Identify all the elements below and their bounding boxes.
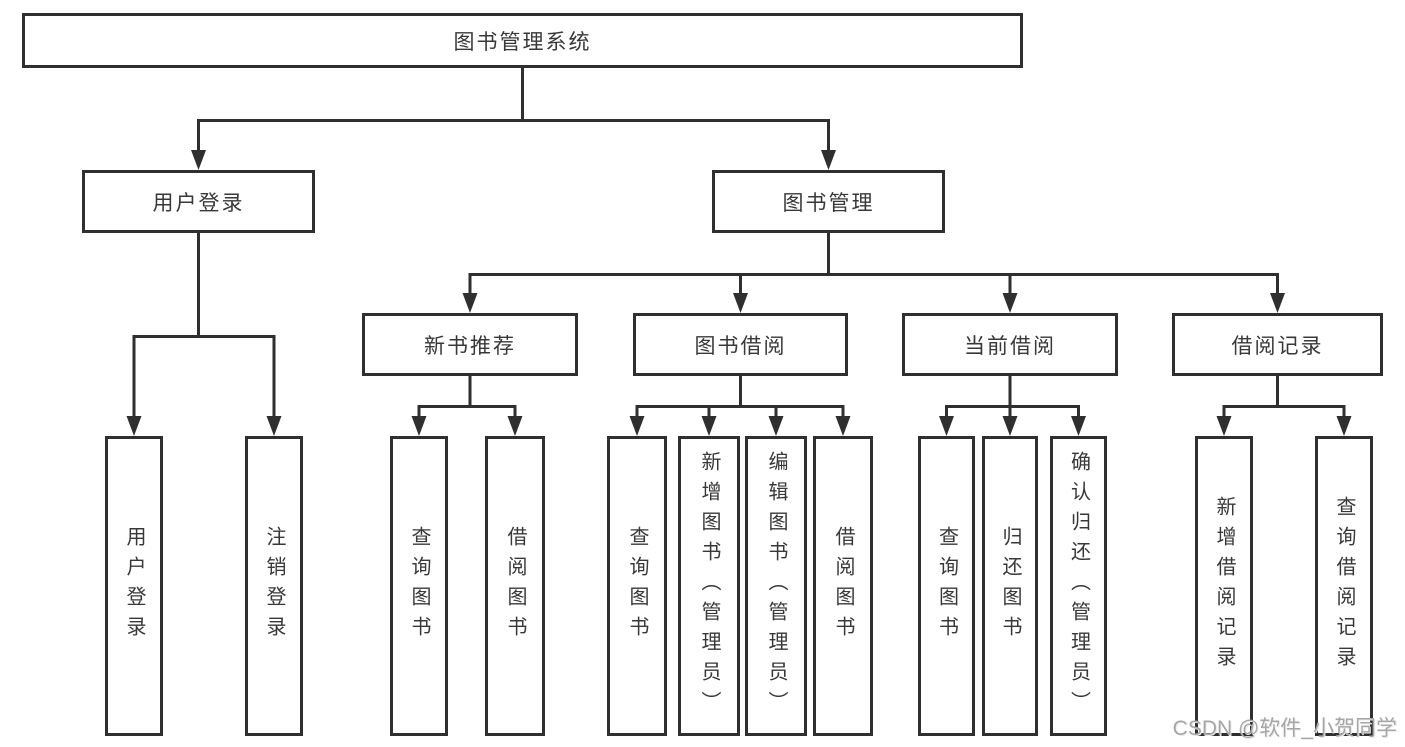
connector-user-login-to-leaves [126, 231, 282, 436]
node-book-management: 图书管理 [712, 170, 945, 233]
leaf-logout: 注销登录 [245, 436, 303, 736]
leaf-return-book: 归还图书 [982, 436, 1038, 736]
leaf-query-books-current-label: 查询图书 [935, 526, 958, 646]
arrowhead [1336, 416, 1352, 436]
leaf-user-login-label: 用户登录 [123, 526, 145, 646]
leaf-add-book-admin-label: 新增图书（管理员） [698, 451, 720, 721]
leaf-add-book-admin: 新增图书（管理员） [678, 436, 740, 736]
connector-current-borrow-to-leaves [939, 374, 1086, 436]
leaf-confirm-return-admin: 确认归还（管理员） [1050, 436, 1107, 736]
node-user-login: 用户登录 [82, 170, 315, 233]
arrowhead [1071, 416, 1086, 436]
node-new-book-recommend: 新书推荐 [362, 313, 578, 376]
leaf-return-book-label: 归还图书 [999, 526, 1021, 646]
arrowhead [1002, 293, 1018, 313]
leaf-add-borrow-record: 新增借阅记录 [1195, 436, 1253, 736]
leaf-edit-book-admin: 编辑图书（管理员） [745, 436, 807, 736]
arrowhead [701, 416, 717, 436]
arrowhead [768, 416, 784, 436]
node-current-borrow: 当前借阅 [902, 313, 1118, 376]
node-root: 图书管理系统 [22, 13, 1023, 68]
node-borrow-records: 借阅记录 [1172, 313, 1383, 376]
node-user-login-label: 用户登录 [152, 191, 245, 215]
node-new-book-recommend-label: 新书推荐 [424, 334, 516, 358]
connector-root-to-level2 [191, 66, 836, 170]
connector-borrow-records-to-leaves [1216, 374, 1352, 436]
leaf-confirm-return-admin-label: 确认归还（管理员） [1067, 451, 1090, 721]
node-book-borrow: 图书借阅 [633, 313, 848, 376]
leaf-borrow-books-2-label: 借阅图书 [832, 526, 854, 646]
leaf-borrow-books-2: 借阅图书 [813, 436, 873, 736]
arrowhead [821, 150, 836, 170]
leaf-query-borrow-record: 查询借阅记录 [1315, 436, 1373, 736]
node-current-borrow-label: 当前借阅 [964, 334, 1056, 358]
node-root-label: 图书管理系统 [453, 30, 592, 54]
arrowhead [126, 416, 142, 436]
arrowhead [266, 416, 282, 436]
leaf-query-books-current: 查询图书 [918, 436, 975, 736]
arrowhead [629, 416, 645, 436]
connector-book-borrow-to-leaves [629, 374, 851, 436]
leaf-user-login: 用户登录 [105, 436, 163, 736]
watermark: CSDN @软件_小贺同学 [1172, 717, 1397, 740]
leaf-borrow-books-recommend: 借阅图书 [485, 436, 545, 736]
arrowhead [462, 293, 478, 313]
arrowhead [1216, 416, 1232, 436]
leaf-borrow-books-recommend-label: 借阅图书 [504, 526, 526, 646]
leaf-logout-label: 注销登录 [263, 526, 285, 646]
node-book-management-label: 图书管理 [782, 191, 875, 215]
connector-book-management-to-level3 [462, 231, 1285, 313]
arrowhead [1270, 293, 1285, 313]
arrowhead [733, 293, 748, 313]
node-borrow-records-label: 借阅记录 [1231, 334, 1324, 358]
leaf-edit-book-admin-label: 编辑图书（管理员） [765, 451, 787, 721]
connector-new-book-recommend-to-leaves [411, 374, 523, 436]
arrowhead [835, 416, 851, 436]
leaf-query-books-recommend-label: 查询图书 [408, 526, 430, 646]
arrowhead [411, 416, 427, 436]
arrowhead [1002, 416, 1018, 436]
arrowhead [191, 150, 206, 170]
leaf-query-books-recommend: 查询图书 [390, 436, 448, 736]
leaf-query-books-borrow-label: 查询图书 [626, 526, 648, 646]
node-book-borrow-label: 图书借阅 [694, 334, 787, 358]
leaf-query-borrow-record-label: 查询借阅记录 [1333, 496, 1355, 676]
arrowhead [939, 416, 954, 436]
arrowhead [507, 416, 523, 436]
leaf-query-books-borrow: 查询图书 [607, 436, 667, 736]
leaf-add-borrow-record-label: 新增借阅记录 [1213, 496, 1235, 676]
